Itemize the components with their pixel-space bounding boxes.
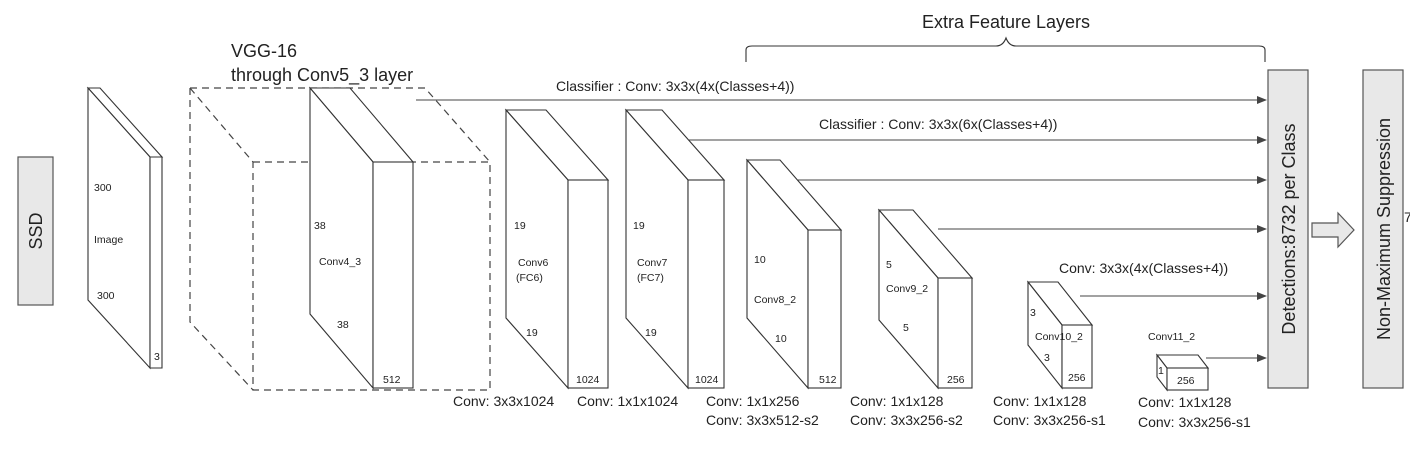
caption-conv11-b: Conv: 3x3x256-s1	[1138, 414, 1251, 430]
conv6-width-label: 19	[526, 327, 538, 339]
detections-box: Detections:8732 per Class	[1267, 69, 1309, 389]
conv7-depth-label: 1024	[695, 374, 719, 386]
conv10-2-depth-label: 256	[1068, 372, 1086, 384]
caption-conv6: Conv: 3x3x1024	[453, 393, 554, 409]
conv8-2-layer	[745, 158, 843, 390]
classifier-label-1: Classifier : Conv: 3x3x(4x(Classes+4))	[556, 78, 794, 94]
vgg16-dashed-cuboid	[189, 87, 491, 391]
conv7-subname-label: (FC7)	[637, 272, 664, 284]
conv6-name-label: Conv6	[518, 257, 549, 269]
caption-conv9-a: Conv: 1x1x128	[850, 393, 944, 409]
caption-conv8-a: Conv: 1x1x256	[706, 393, 800, 409]
conv4-3-depth-label: 512	[383, 374, 401, 386]
caption-conv10-b: Conv: 3x3x256-s1	[993, 412, 1106, 428]
conv10-2-layer	[1026, 280, 1094, 390]
hollow-arrow-icon	[1311, 211, 1355, 249]
conv7-layer	[624, 108, 726, 390]
conv6-depth-label: 1024	[576, 374, 600, 386]
classifier-label-3: Conv: 3x3x(4x(Classes+4))	[1059, 260, 1228, 276]
conv10-2-width-label: 3	[1044, 352, 1050, 364]
caption-conv7: Conv: 1x1x1024	[577, 393, 678, 409]
conv9-2-depth-label: 256	[947, 374, 965, 386]
conv6-layer	[504, 108, 610, 390]
caption-conv10-a: Conv: 1x1x128	[993, 393, 1087, 409]
conv7-name-label: Conv7	[637, 257, 668, 269]
conv9-2-height-label: 5	[886, 259, 892, 271]
classifier-arrows	[416, 96, 1267, 362]
ssd-box: SSD	[17, 156, 54, 306]
conv4-3-height-label: 38	[314, 220, 326, 232]
caption-conv8-b: Conv: 3x3x512-s2	[706, 412, 819, 428]
input-image-layer	[86, 86, 164, 370]
conv11-2-height-label: 1	[1158, 365, 1164, 377]
conv7-width-label: 19	[645, 327, 657, 339]
conv4-3-width-label: 38	[337, 319, 349, 331]
conv4-3-layer	[308, 86, 415, 390]
conv6-height-label: 19	[514, 220, 526, 232]
ssd-label: SSD	[26, 212, 46, 249]
detections-label: Detections:8732 per Class	[1279, 123, 1299, 334]
conv10-2-name-label: Conv10_2	[1035, 331, 1083, 343]
nms-box: Non-Maximum Suppression	[1362, 69, 1404, 389]
vgg-subtitle: through Conv5_3 layer	[231, 65, 413, 86]
conv6-subname-label: (FC6)	[516, 272, 543, 284]
extra-feature-layers-brace	[745, 36, 1266, 62]
conv4-3-name-label: Conv4_3	[319, 256, 361, 268]
conv10-2-height-label: 3	[1030, 307, 1036, 319]
conv9-2-width-label: 5	[903, 322, 909, 334]
conv8-2-depth-label: 512	[819, 374, 837, 386]
nms-label: Non-Maximum Suppression	[1374, 118, 1394, 340]
conv9-2-layer	[877, 208, 974, 390]
conv11-2-name-label: Conv11_2	[1148, 331, 1195, 343]
edge-char: 7	[1404, 209, 1410, 225]
image-name-label: Image	[94, 234, 123, 246]
image-width-label: 300	[97, 290, 115, 302]
conv9-2-name-label: Conv9_2	[886, 283, 928, 295]
conv8-2-name-label: Conv8_2	[754, 294, 796, 306]
conv8-2-height-label: 10	[754, 254, 766, 266]
image-depth-label: 3	[154, 351, 160, 363]
vgg-title: VGG-16	[231, 41, 297, 61]
conv11-2-depth-label: 256	[1177, 375, 1195, 387]
caption-conv11-a: Conv: 1x1x128	[1138, 394, 1232, 410]
classifier-label-2: Classifier : Conv: 3x3x(6x(Classes+4))	[819, 116, 1057, 132]
conv8-2-width-label: 10	[775, 333, 787, 345]
caption-conv9-b: Conv: 3x3x256-s2	[850, 412, 963, 428]
conv11-2-layer	[1155, 353, 1210, 392]
conv7-height-label: 19	[633, 220, 645, 232]
extra-feature-layers-label: Extra Feature Layers	[922, 12, 1090, 32]
image-height-label: 300	[94, 182, 112, 194]
